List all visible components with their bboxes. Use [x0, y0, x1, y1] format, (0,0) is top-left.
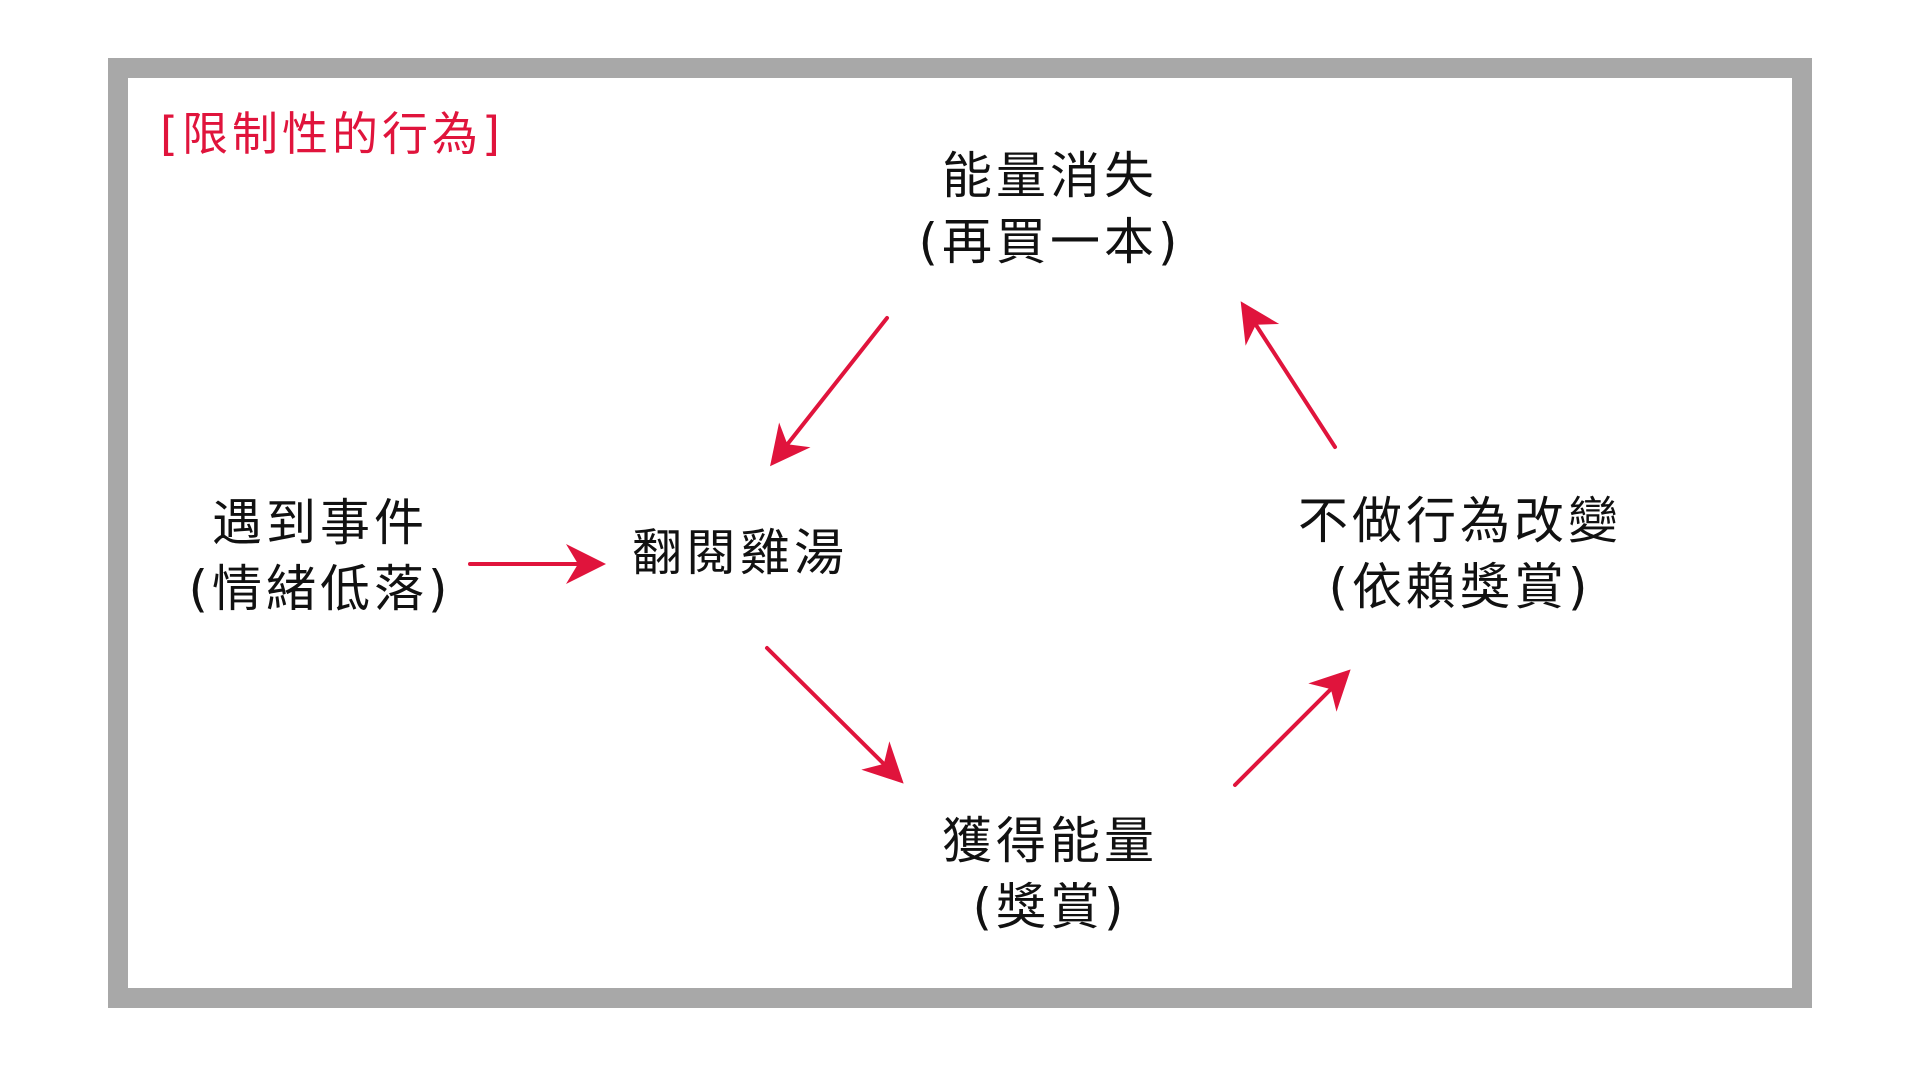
node-browse: 翻閱雞湯	[590, 520, 890, 586]
node-energy-gone-sublabel: (再買一本)	[918, 213, 1182, 271]
node-event-label: 遇到事件	[212, 494, 428, 552]
node-event-sublabel: (情緒低落)	[188, 560, 452, 618]
node-no-change-label: 不做行為改變	[1298, 492, 1622, 550]
node-gain-sublabel: (獎賞)	[972, 878, 1128, 936]
node-no-change-sublabel: (依賴獎賞)	[1328, 558, 1592, 616]
diagram-title: [限制性的行為]	[160, 107, 504, 161]
node-energy-gone-label: 能量消失	[942, 147, 1158, 205]
node-event: 遇到事件 (情緒低落)	[150, 490, 490, 622]
node-gain: 獲得能量 (獎賞)	[880, 808, 1220, 940]
node-no-change: 不做行為改變 (依賴獎賞)	[1260, 488, 1660, 620]
node-energy-gone: 能量消失 (再買一本)	[880, 143, 1220, 275]
node-gain-label: 獲得能量	[942, 812, 1158, 870]
node-browse-label: 翻閱雞湯	[632, 524, 848, 582]
diagram-frame	[108, 58, 1812, 1008]
